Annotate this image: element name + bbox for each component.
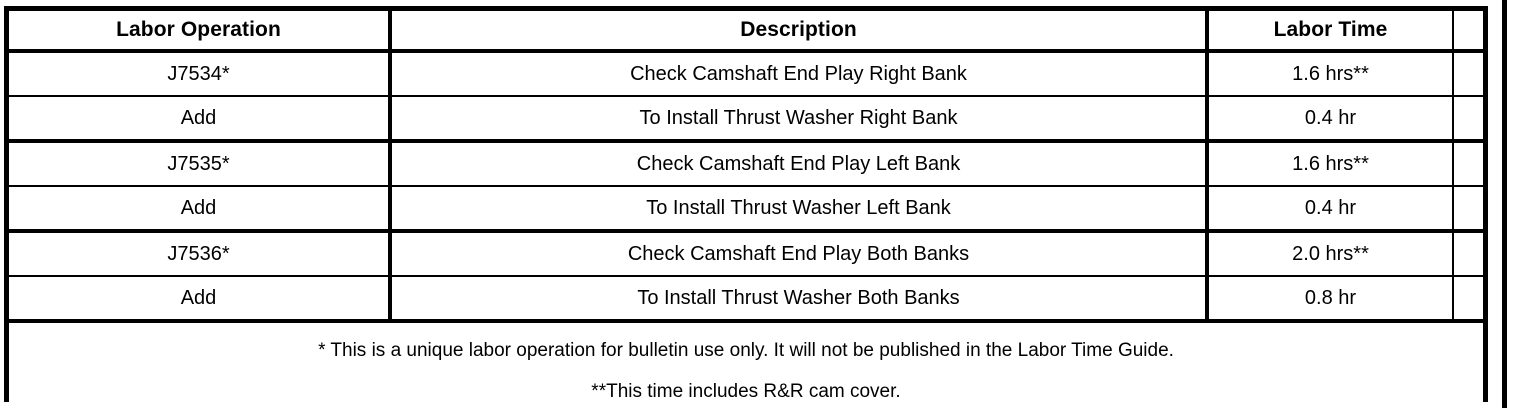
- cell-description: Check Camshaft End Play Left Bank: [390, 141, 1209, 187]
- cell-spacer: [1453, 96, 1483, 143]
- cell-labor-time: 0.8 hr: [1207, 276, 1454, 323]
- table-row: J7535* Check Camshaft End Play Left Bank…: [9, 141, 1483, 187]
- cell-description: To Install Thrust Washer Left Bank: [390, 186, 1209, 233]
- table-row: J7536* Check Camshaft End Play Both Bank…: [9, 231, 1483, 277]
- cell-spacer: [1453, 231, 1483, 277]
- cell-description: Check Camshaft End Play Both Banks: [390, 231, 1209, 277]
- cell-labor-operation: Add: [9, 186, 392, 233]
- cell-labor-operation: J7536*: [9, 231, 392, 277]
- table-row: Add To Install Thrust Washer Right Bank …: [9, 96, 1483, 143]
- cell-spacer: [1453, 276, 1483, 323]
- cell-labor-operation: Add: [9, 276, 392, 323]
- footnotes-block: * This is a unique labor operation for b…: [9, 321, 1483, 419]
- table-header-row: Labor Operation Description Labor Time: [9, 11, 1483, 53]
- cell-labor-operation: Add: [9, 96, 392, 143]
- cell-labor-operation: J7535*: [9, 141, 392, 187]
- cell-labor-time: 0.4 hr: [1207, 186, 1454, 233]
- column-header-labor-operation: Labor Operation: [9, 11, 392, 53]
- footnote-double-asterisk: **This time includes R&R cam cover.: [591, 381, 901, 402]
- cell-labor-time: 2.0 hrs**: [1207, 231, 1454, 277]
- column-header-spacer: [1453, 11, 1483, 53]
- footnote-spacer: [9, 361, 1483, 381]
- cell-description: To Install Thrust Washer Right Bank: [390, 96, 1209, 143]
- cell-description: Check Camshaft End Play Right Bank: [390, 51, 1209, 97]
- column-header-labor-time: Labor Time: [1207, 11, 1454, 53]
- table-row: Add To Install Thrust Washer Left Bank 0…: [9, 186, 1483, 233]
- document-page: Labor Operation Description Labor Time J…: [4, 0, 1507, 419]
- cell-spacer: [1453, 141, 1483, 187]
- cell-spacer: [1453, 51, 1483, 97]
- footnote-single-asterisk: * This is a unique labor operation for b…: [318, 339, 1174, 361]
- labor-table-grid: Labor Operation Description Labor Time J…: [9, 11, 1483, 419]
- cell-spacer: [1453, 186, 1483, 233]
- table-row: J7534* Check Camshaft End Play Right Ban…: [9, 51, 1483, 97]
- column-header-description: Description: [390, 11, 1209, 53]
- labor-operation-table: Labor Operation Description Labor Time J…: [4, 6, 1488, 419]
- cell-description: To Install Thrust Washer Both Banks: [390, 276, 1209, 323]
- table-footnotes-row: * This is a unique labor operation for b…: [9, 321, 1483, 419]
- cell-labor-time: 0.4 hr: [1207, 96, 1454, 143]
- cell-labor-time: 1.6 hrs**: [1207, 141, 1454, 187]
- table-row: Add To Install Thrust Washer Both Banks …: [9, 276, 1483, 323]
- cell-labor-time: 1.6 hrs**: [1207, 51, 1454, 97]
- page-edge-rule: [1502, 0, 1507, 408]
- cell-labor-operation: J7534*: [9, 51, 392, 97]
